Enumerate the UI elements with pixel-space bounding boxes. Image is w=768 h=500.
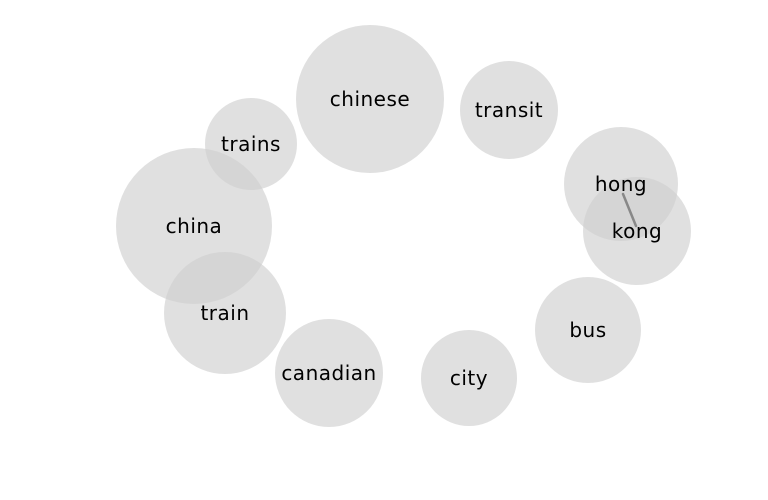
bubble-label-hong: hong — [595, 172, 647, 196]
bubble-label-canadian: canadian — [281, 361, 376, 385]
links-layer — [621, 192, 638, 228]
bubble-canadian — [275, 319, 383, 427]
bubble-transit — [460, 61, 558, 159]
bubble-train — [164, 252, 286, 374]
bubble-chinese — [296, 25, 444, 173]
link-hong-kong — [621, 192, 638, 228]
bubble-label-chinese: chinese — [330, 87, 410, 111]
bubble-label-kong: kong — [612, 219, 662, 243]
bubble-city — [421, 330, 517, 426]
bubble-label-city: city — [450, 366, 488, 390]
bubble-label-bus: bus — [569, 318, 606, 342]
labels-layer: chinese transit trains hong kong china train bu… — [166, 87, 662, 390]
bubble-label-train: train — [200, 301, 249, 325]
bubble-label-china: china — [166, 214, 223, 238]
bubble-kong — [583, 177, 691, 285]
bubble-label-transit: transit — [475, 98, 543, 122]
bubble-bus — [535, 277, 641, 383]
bubble-label-trains: trains — [221, 132, 281, 156]
bubbles-layer — [116, 25, 691, 427]
